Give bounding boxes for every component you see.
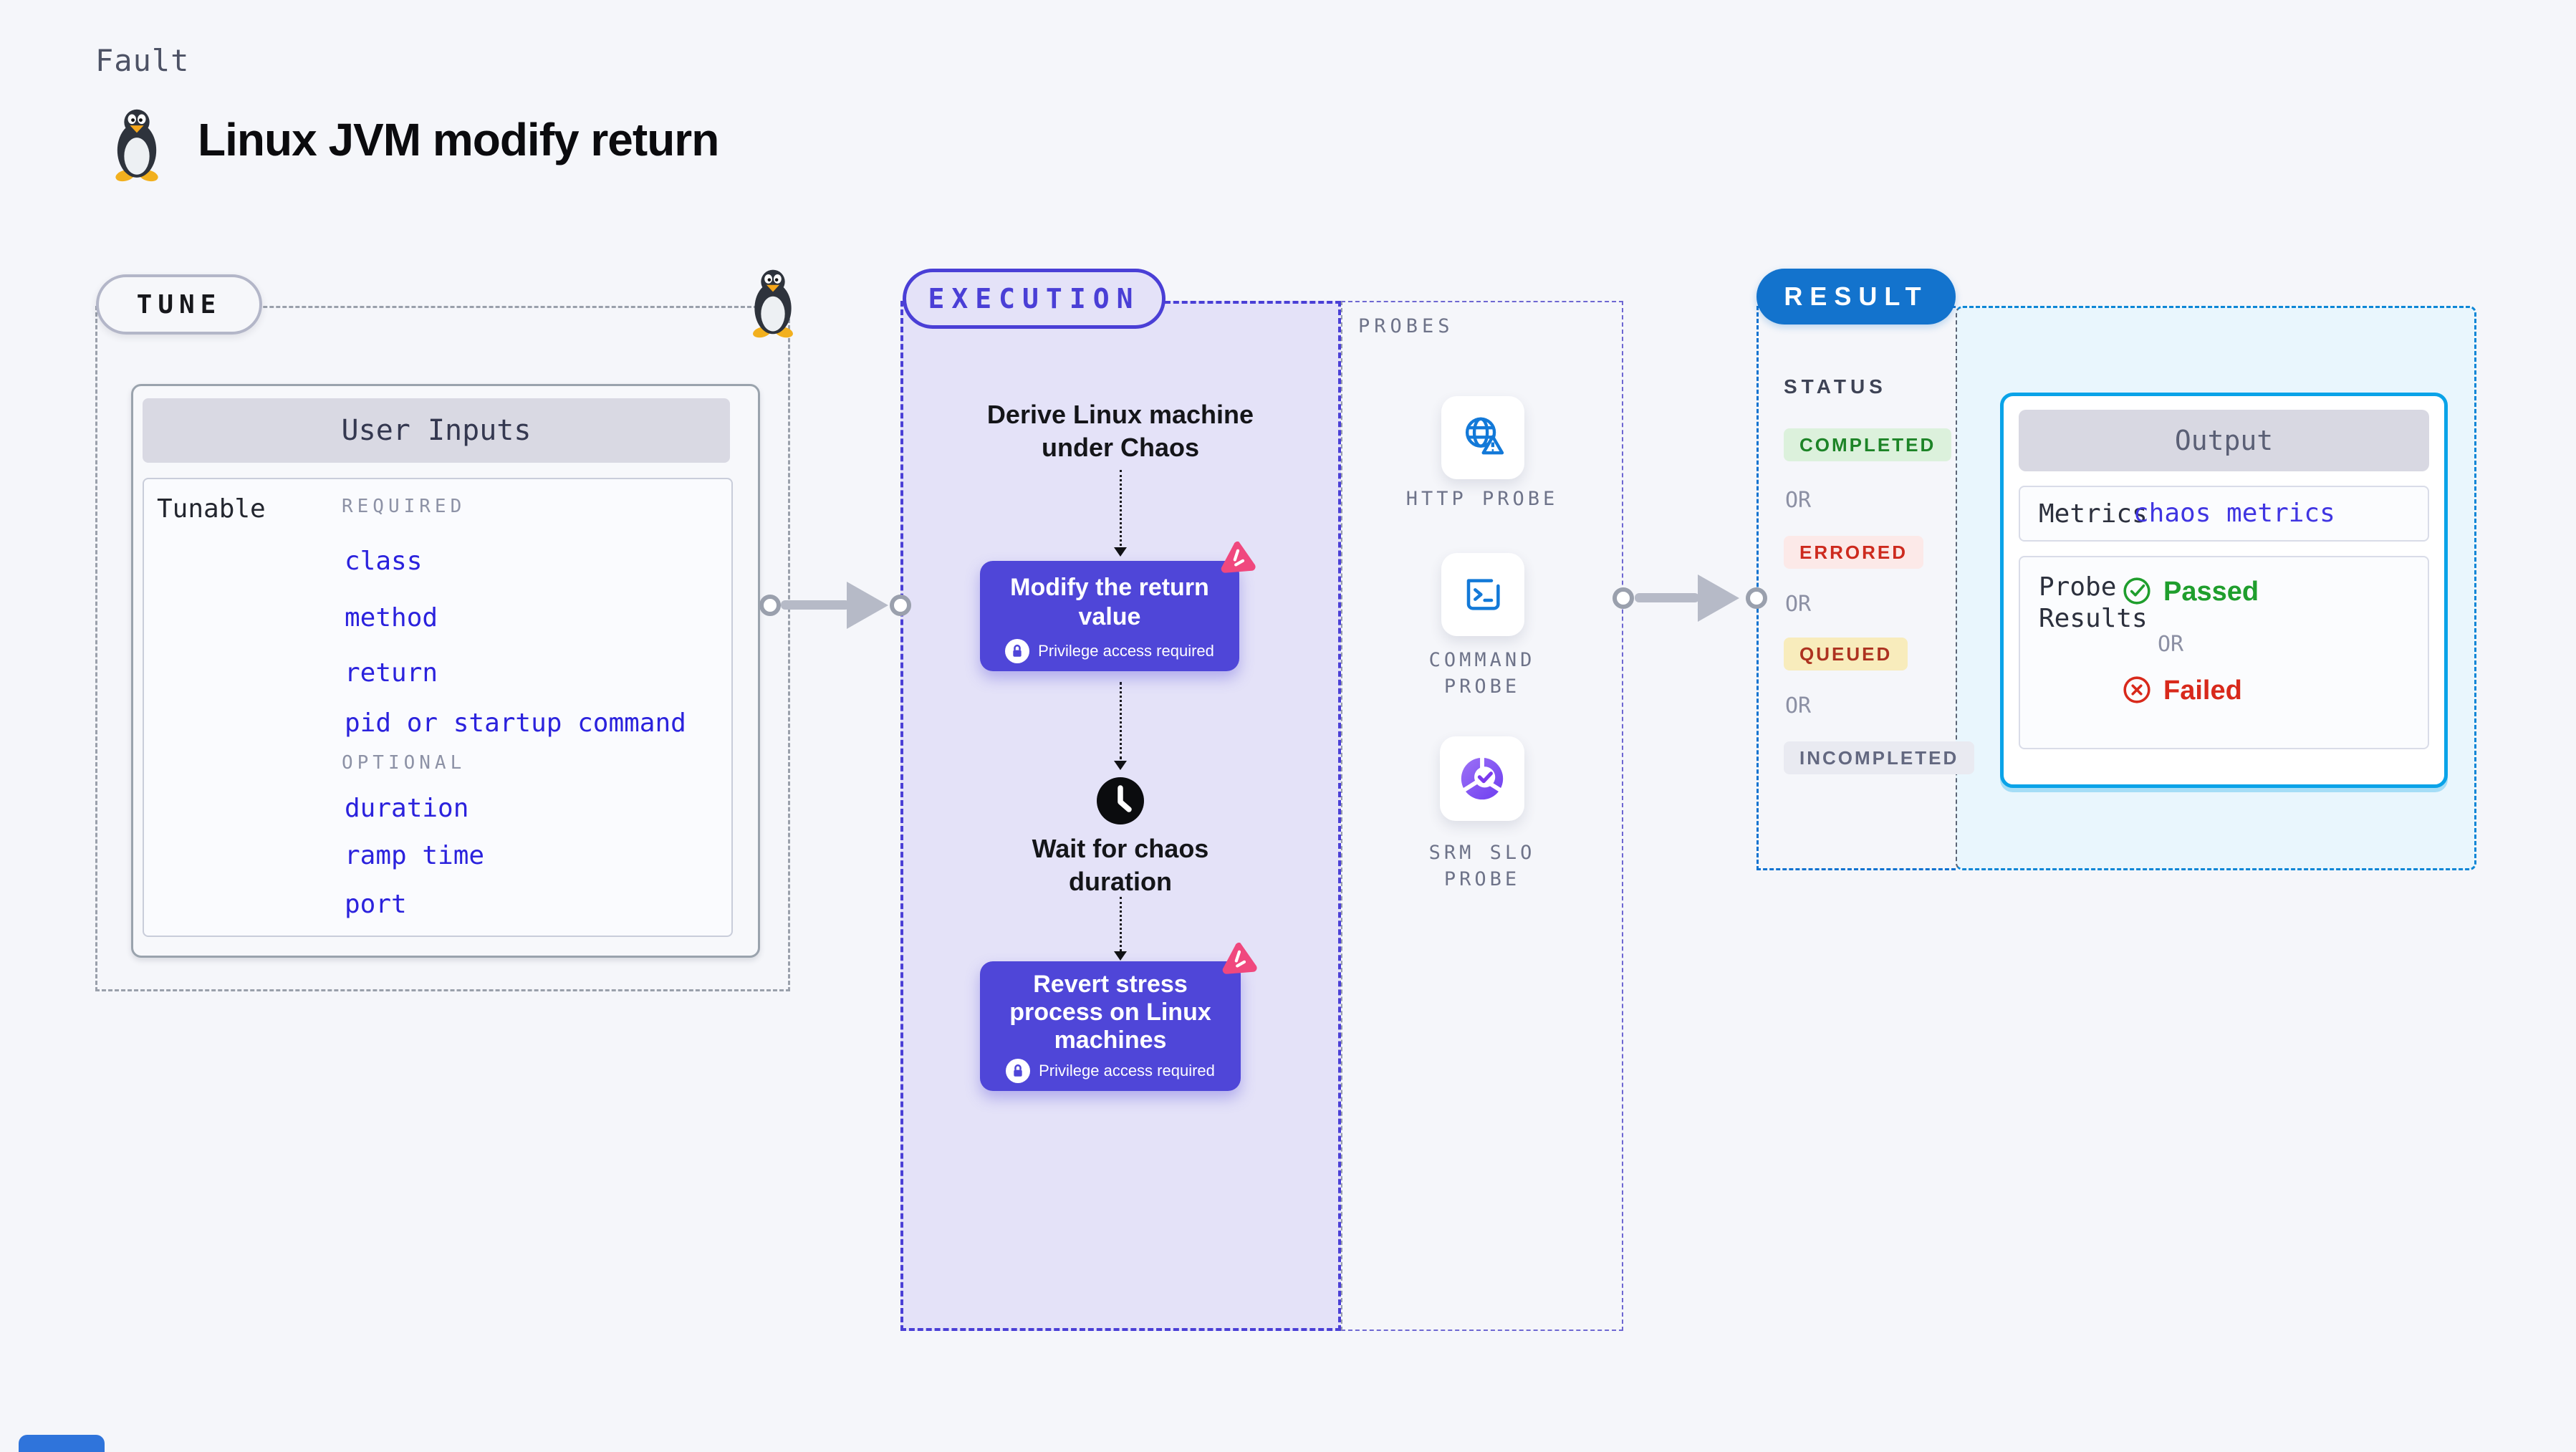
command-probe-card bbox=[1441, 553, 1524, 636]
or-separator: OR bbox=[1785, 693, 1812, 718]
srm-slo-probe-card bbox=[1440, 736, 1524, 821]
required-group-label: REQUIRED bbox=[342, 496, 466, 517]
flow-arrowhead bbox=[1114, 761, 1127, 770]
status-badge-incompleted: INCOMPLETED bbox=[1784, 741, 1975, 774]
tunable-ramp-time-link[interactable]: ramp time bbox=[345, 841, 485, 870]
http-probe-label: HTTP PROBE bbox=[1405, 488, 1559, 510]
execution-to-result-arrowhead bbox=[1698, 574, 1739, 622]
tunable-method-link[interactable]: method bbox=[345, 603, 438, 633]
probe-results-row-label: Probe Results bbox=[2039, 572, 2148, 633]
execution-section-pill: EXECUTION bbox=[903, 269, 1166, 329]
srm-slo-probe-label: SRM SLO PROBE bbox=[1428, 842, 1536, 890]
command-probe-label: COMMAND PROBE bbox=[1428, 649, 1536, 698]
privilege-lock-icon bbox=[1006, 1059, 1031, 1083]
tune-to-execution-arrow bbox=[781, 600, 850, 610]
tunable-duration-link[interactable]: duration bbox=[345, 794, 469, 823]
modify-return-value-step[interactable]: Modify the return value Privilege access… bbox=[980, 561, 1239, 671]
http-probe-card bbox=[1441, 396, 1524, 479]
slo-donut-check-icon bbox=[1461, 755, 1504, 800]
metrics-row-label: Metrics bbox=[2039, 499, 2148, 529]
probes-column-label: PROBES bbox=[1358, 315, 1454, 337]
status-column-label: STATUS bbox=[1784, 375, 1887, 398]
tune-section-pill: TUNE bbox=[96, 274, 262, 335]
flow-dotted-line bbox=[1120, 682, 1122, 759]
flow-dotted-line bbox=[1120, 897, 1122, 951]
page-title: Linux JVM modify return bbox=[198, 114, 719, 165]
globe-warning-icon bbox=[1465, 417, 1504, 455]
status-badge-queued: QUEUED bbox=[1784, 638, 1908, 670]
tune-section-label: TUNE bbox=[136, 289, 222, 319]
user-inputs-header: User Inputs bbox=[143, 398, 730, 463]
privilege-lock-icon bbox=[1005, 639, 1030, 663]
result-section-pill: RESULT bbox=[1756, 269, 1956, 324]
tux-penguin-icon bbox=[115, 109, 158, 182]
execution-section-label: EXECUTION bbox=[928, 283, 1140, 314]
chaos-logo-icon bbox=[1222, 942, 1257, 974]
wait-step-text: Wait for chaos duration bbox=[1032, 834, 1209, 896]
tunable-class-link[interactable]: class bbox=[345, 547, 423, 576]
passed-label: Passed bbox=[2163, 577, 2259, 607]
user-inputs-panel bbox=[143, 478, 733, 937]
connector-dot bbox=[1613, 587, 1634, 609]
privilege-note: Privilege access required bbox=[1039, 1062, 1215, 1080]
tux-penguin-icon bbox=[753, 269, 793, 338]
tunable-row-label: Tunable bbox=[157, 494, 266, 524]
tunable-port-link[interactable]: port bbox=[345, 890, 407, 919]
tune-to-execution-arrowhead bbox=[847, 582, 888, 629]
metrics-row bbox=[2019, 486, 2429, 542]
output-card-header: Output bbox=[2019, 410, 2429, 471]
result-section-label: RESULT bbox=[1784, 282, 1928, 311]
tunable-return-link[interactable]: return bbox=[345, 658, 438, 688]
flow-dotted-line bbox=[1120, 470, 1122, 546]
optional-group-label: OPTIONAL bbox=[342, 752, 466, 774]
clock-icon bbox=[1097, 777, 1144, 824]
passed-check-icon bbox=[2123, 577, 2150, 605]
next-section-pill-partial bbox=[19, 1435, 105, 1452]
execution-to-result-arrow bbox=[1635, 593, 1699, 602]
connector-dot bbox=[890, 595, 911, 616]
status-badge-completed: COMPLETED bbox=[1784, 428, 1952, 461]
fault-category-label: Fault bbox=[95, 43, 190, 78]
status-badge-errored: ERRORED bbox=[1784, 536, 1924, 569]
failed-label: Failed bbox=[2163, 675, 2242, 706]
or-separator: OR bbox=[1785, 488, 1812, 513]
flow-arrowhead bbox=[1114, 547, 1127, 557]
revert-stress-step[interactable]: Revert stress process on Linux machines … bbox=[980, 961, 1241, 1091]
terminal-icon bbox=[1466, 579, 1500, 610]
or-separator: OR bbox=[1785, 592, 1812, 617]
tunable-pid-link[interactable]: pid or startup command bbox=[345, 708, 686, 738]
chaos-metrics-link[interactable]: chaos metrics bbox=[2133, 499, 2335, 528]
output-header-label: Output bbox=[2174, 425, 2274, 456]
derive-step-text: Derive Linux machine under Chaos bbox=[986, 400, 1254, 462]
connector-dot bbox=[1746, 587, 1767, 609]
failed-x-icon bbox=[2123, 676, 2150, 703]
probes-region-box bbox=[1341, 301, 1623, 1331]
tune-region-box bbox=[95, 306, 790, 991]
user-inputs-header-label: User Inputs bbox=[341, 414, 532, 447]
privilege-note: Privilege access required bbox=[1038, 642, 1214, 660]
connector-dot bbox=[759, 595, 781, 616]
chaos-logo-icon bbox=[1221, 541, 1256, 573]
or-separator: OR bbox=[2158, 632, 2184, 657]
probe-results-row bbox=[2019, 556, 2429, 749]
flow-arrowhead bbox=[1114, 951, 1127, 961]
